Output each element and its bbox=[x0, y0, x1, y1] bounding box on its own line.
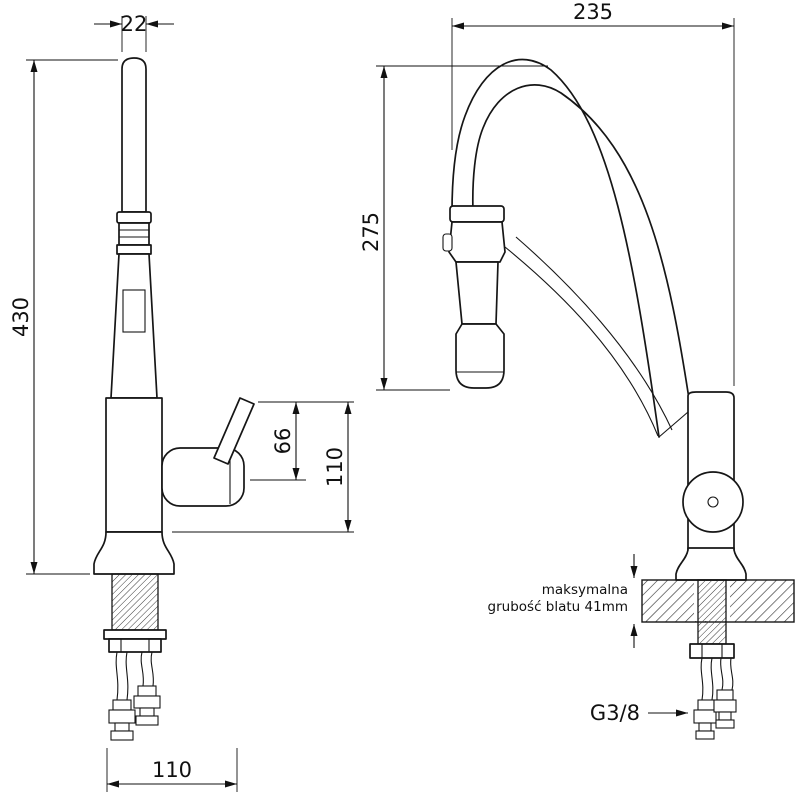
handle-knob bbox=[682, 471, 744, 533]
mixer-block bbox=[105, 397, 163, 533]
supply-hoses-right bbox=[693, 657, 737, 740]
thread-size-label: G3/8 bbox=[590, 701, 640, 725]
threaded-shank bbox=[111, 573, 159, 631]
pullout-hose bbox=[504, 246, 659, 437]
handle-knob-center bbox=[707, 496, 719, 508]
mounting-washer bbox=[103, 629, 167, 640]
dim-total-height-label: 430 bbox=[9, 297, 33, 337]
mounting-nut bbox=[108, 638, 162, 653]
countertop-thickness-note: maksymalna grubość blatu 41mm bbox=[488, 554, 638, 648]
dim-spout-diameter-label: 22 bbox=[121, 12, 148, 36]
countertop-note-line1: maksymalna bbox=[542, 582, 628, 598]
dim-reach-label: 235 bbox=[573, 0, 613, 24]
dim-spout-height: 275 bbox=[359, 65, 548, 391]
dim-handle-66-label: 66 bbox=[271, 428, 295, 455]
dim-base-width-label: 110 bbox=[152, 758, 192, 782]
dim-base-width: 110 bbox=[106, 748, 238, 792]
left-faucet bbox=[93, 57, 255, 741]
dim-spout-height-label: 275 bbox=[359, 212, 383, 252]
dim-handle-110-label: 110 bbox=[323, 447, 347, 487]
gooseneck-outer bbox=[451, 58, 660, 438]
tube-joint-line bbox=[658, 411, 689, 438]
spout-joint bbox=[118, 222, 150, 246]
dim-reach: 235 bbox=[451, 0, 735, 386]
dim-spout-diameter: 22 bbox=[94, 12, 174, 52]
aerator-ring bbox=[116, 244, 152, 255]
mounting-nut-right bbox=[689, 643, 735, 659]
spout-tube bbox=[121, 57, 147, 213]
dim-total-height: 430 bbox=[9, 59, 118, 575]
right-faucet bbox=[442, 58, 795, 740]
handle-lever bbox=[213, 397, 255, 465]
dim-handle-110: 110 bbox=[172, 402, 354, 533]
threaded-shank-right bbox=[697, 579, 727, 645]
countertop-note-line2: grubość blatu 41mm bbox=[488, 599, 628, 615]
body-plate bbox=[122, 289, 146, 333]
spout-collar bbox=[116, 211, 152, 224]
thread-size-callout: G3/8 bbox=[590, 701, 688, 725]
base-flare-right bbox=[675, 547, 747, 581]
spray-button bbox=[442, 233, 453, 252]
spray-head bbox=[442, 205, 506, 389]
base-flare bbox=[93, 531, 175, 575]
supply-hoses-left bbox=[108, 651, 161, 741]
gooseneck-inner bbox=[471, 84, 692, 413]
pullout-hose bbox=[515, 236, 673, 431]
dim-handle-66: 66 bbox=[250, 401, 354, 481]
